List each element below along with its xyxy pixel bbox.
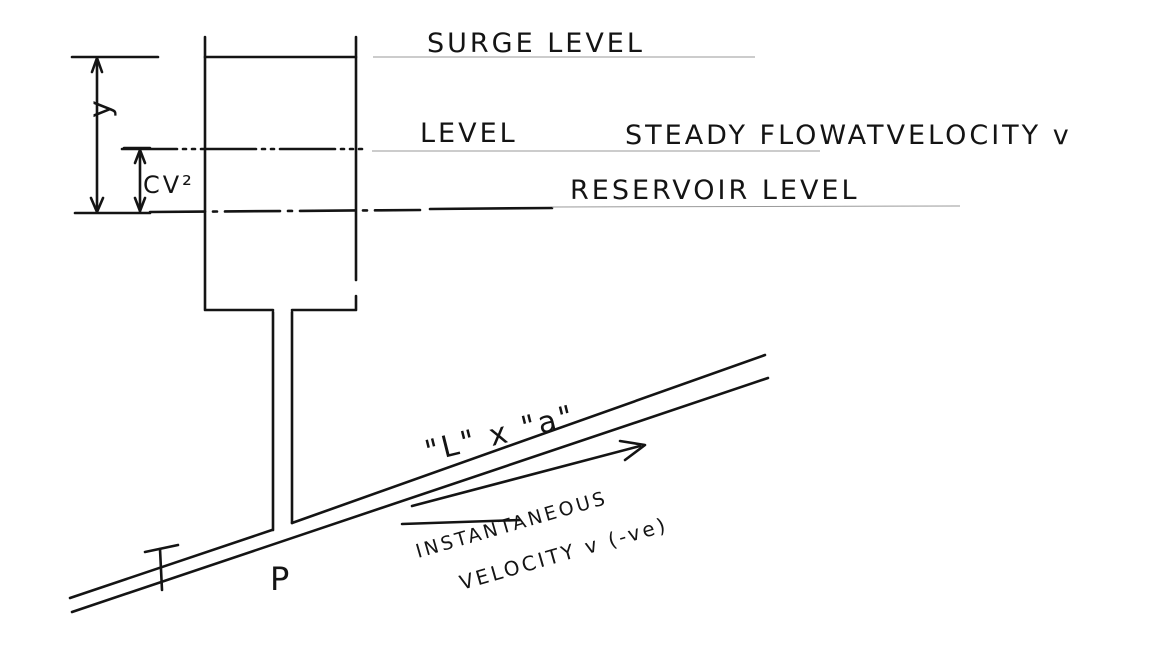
valve-t-bar (143, 543, 180, 554)
reservoir-level-label: RESERVOIR LEVEL (570, 175, 860, 206)
surge-level-label: SURGE LEVEL (427, 28, 645, 59)
riser-shaft (271, 310, 294, 532)
pipe-la-label: "L" x "a" (421, 399, 579, 470)
level-label: LEVEL (420, 118, 518, 149)
valve-t-stem (158, 547, 164, 592)
pipe-upper-left (68, 528, 274, 600)
y-dim-arrow-down (89, 196, 105, 214)
surge-tank-walls (203, 35, 358, 312)
reservoir-level-dash (428, 206, 554, 211)
y-dim-arrow-up (90, 56, 104, 74)
velocity-arrow-head (618, 439, 647, 462)
steady-flow-label: STEADY FLOWATVELOCITY v (625, 120, 1072, 151)
velocity-arrow-shaft (410, 444, 642, 508)
pipe-lower (70, 376, 770, 614)
cv2-dim-arrow-down (133, 196, 147, 213)
reservoir-level-leader (551, 205, 961, 208)
cv2-dim-label: CV² (143, 171, 195, 199)
y-dim-label: y (83, 97, 118, 118)
pipe-upper-right (290, 353, 767, 525)
point-p-label: P (270, 560, 292, 598)
reservoir-level-line (148, 208, 422, 214)
velocity-underline (400, 518, 522, 526)
cv2-dim-arrow-up (133, 148, 147, 165)
